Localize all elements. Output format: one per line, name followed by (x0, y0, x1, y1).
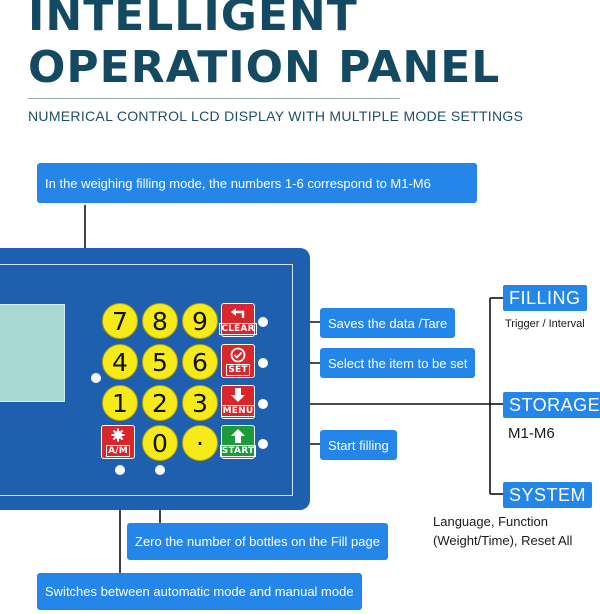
zero-connector-dot (155, 465, 165, 475)
title-divider (28, 98, 400, 99)
set-callout: Select the item to be set (320, 348, 476, 378)
system-sub: Language, Function (Weight/Time), Reset … (433, 512, 572, 550)
start-key[interactable]: START (219, 425, 257, 459)
lcd-display (0, 304, 65, 402)
panel-frame (0, 264, 293, 496)
auto-manual-key-label: A/M (106, 445, 130, 457)
menu-connector-dot (258, 399, 268, 409)
key-decimal[interactable]: · (182, 425, 218, 461)
up-arrow-icon (231, 429, 245, 443)
system-sub-line-1: Language, Function (433, 514, 548, 529)
gear-hand-icon (111, 428, 125, 442)
key-6[interactable]: 6 (182, 344, 218, 380)
filling-label: FILLING (503, 285, 587, 311)
key-0[interactable]: 0 (142, 425, 178, 461)
menu-key[interactable]: MENU (220, 385, 256, 419)
clear-key-label: CLEAR (219, 323, 257, 335)
start-key-label: START (219, 445, 257, 457)
title-line-1: INTELLIGENT (28, 0, 358, 41)
down-arrow-icon (231, 388, 245, 402)
key-2[interactable]: 2 (142, 385, 178, 421)
key-7[interactable]: 7 (102, 303, 138, 339)
clear-connector-dot (258, 317, 268, 327)
start-callout: Start filling (320, 430, 397, 460)
zero-callout: Zero the number of bottles on the Fill p… (127, 523, 388, 560)
key-5[interactable]: 5 (142, 344, 178, 380)
numbers-connector-dot (91, 373, 101, 383)
storage-sub: M1-M6 (508, 425, 555, 442)
start-connector-dot (258, 439, 268, 449)
menu-key-label: MENU (220, 405, 256, 417)
storage-label: STORAGE (503, 392, 600, 418)
auto-manual-callout: Switches between automatic mode and manu… (37, 573, 362, 610)
clear-callout: Saves the data /Tare (320, 308, 456, 338)
check-circle-icon (230, 347, 246, 363)
set-connector-dot (258, 358, 268, 368)
numbers-callout: In the weighing filling mode, the number… (37, 163, 477, 203)
key-8[interactable]: 8 (142, 303, 178, 339)
auto-manual-key[interactable]: A/M (101, 425, 135, 459)
back-arrow-icon (231, 308, 245, 318)
subtitle: NUMERICAL CONTROL LCD DISPLAY WITH MULTI… (28, 108, 524, 124)
filling-sub: Trigger / Interval (505, 318, 585, 330)
title-line-2: OPERATION PANEL (28, 42, 501, 93)
key-9[interactable]: 9 (182, 303, 218, 339)
key-4[interactable]: 4 (102, 344, 138, 380)
auto-manual-connector-dot (115, 465, 125, 475)
clear-key[interactable]: CLEAR (219, 303, 257, 337)
set-key[interactable]: SET (221, 344, 255, 378)
key-3[interactable]: 3 (182, 385, 218, 421)
system-label: SYSTEM (503, 482, 593, 508)
key-1[interactable]: 1 (102, 385, 138, 421)
system-sub-line-2: (Weight/Time), Reset All (433, 533, 573, 548)
set-key-label: SET (226, 364, 250, 376)
